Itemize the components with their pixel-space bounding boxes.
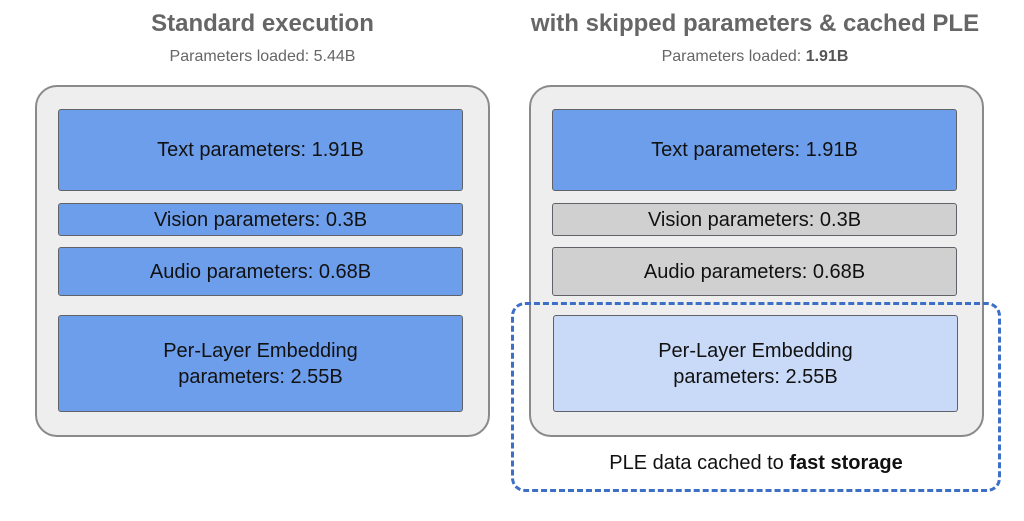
left-subtitle-value: 5.44B: [313, 48, 356, 65]
right-ple-label-line1: Per-Layer Embedding: [658, 339, 853, 362]
right-ple-parameters-block: Per-Layer Embedding parameters: 2.55B: [553, 315, 958, 412]
left-ple-label-line1: Per-Layer Embedding: [163, 339, 358, 362]
left-ple-label-line2: parameters: 2.55B: [178, 365, 343, 388]
left-audio-parameters-label: Audio parameters: 0.68B: [149, 260, 372, 283]
right-subtitle-value: 1.91B: [805, 48, 849, 65]
left-title: Standard execution: [151, 10, 374, 37]
left-subtitle: Parameters loaded: 5.44B: [35, 48, 490, 66]
right-title: with skipped parameters & cached PLE: [530, 10, 980, 37]
left-audio-parameters-block: Audio parameters: 0.68B: [58, 247, 463, 296]
left-ple-parameters-block: Per-Layer Embedding parameters: 2.55B: [58, 315, 463, 412]
left-subtitle-prefix: Parameters loaded:: [169, 48, 314, 65]
right-vision-parameters-block: Vision parameters: 0.3B: [552, 203, 957, 236]
right-audio-parameters-label: Audio parameters: 0.68B: [643, 260, 866, 283]
ple-cache-caption: PLE data cached to fast storage: [511, 452, 1001, 475]
left-vision-parameters-block: Vision parameters: 0.3B: [58, 203, 463, 236]
right-audio-parameters-block: Audio parameters: 0.68B: [552, 247, 957, 296]
left-text-parameters-label: Text parameters: 1.91B: [157, 139, 364, 161]
right-vision-parameters-label: Vision parameters: 0.3B: [647, 208, 862, 231]
left-vision-parameters-label: Vision parameters: 0.3B: [153, 208, 368, 231]
right-text-parameters-block: Text parameters: 1.91B: [552, 109, 957, 191]
ple-cache-caption-prefix: PLE data cached to: [609, 452, 790, 474]
right-ple-label-line2: parameters: 2.55B: [673, 365, 838, 388]
left-text-parameters-block: Text parameters: 1.91B: [58, 109, 463, 191]
right-text-parameters-label: Text parameters: 1.91B: [651, 139, 858, 161]
right-subtitle-prefix: Parameters loaded:: [661, 48, 806, 65]
ple-cache-caption-bold: fast storage: [789, 452, 903, 474]
ple-cache-region: [511, 302, 1001, 492]
right-subtitle: Parameters loaded: 1.91B: [505, 48, 1005, 66]
